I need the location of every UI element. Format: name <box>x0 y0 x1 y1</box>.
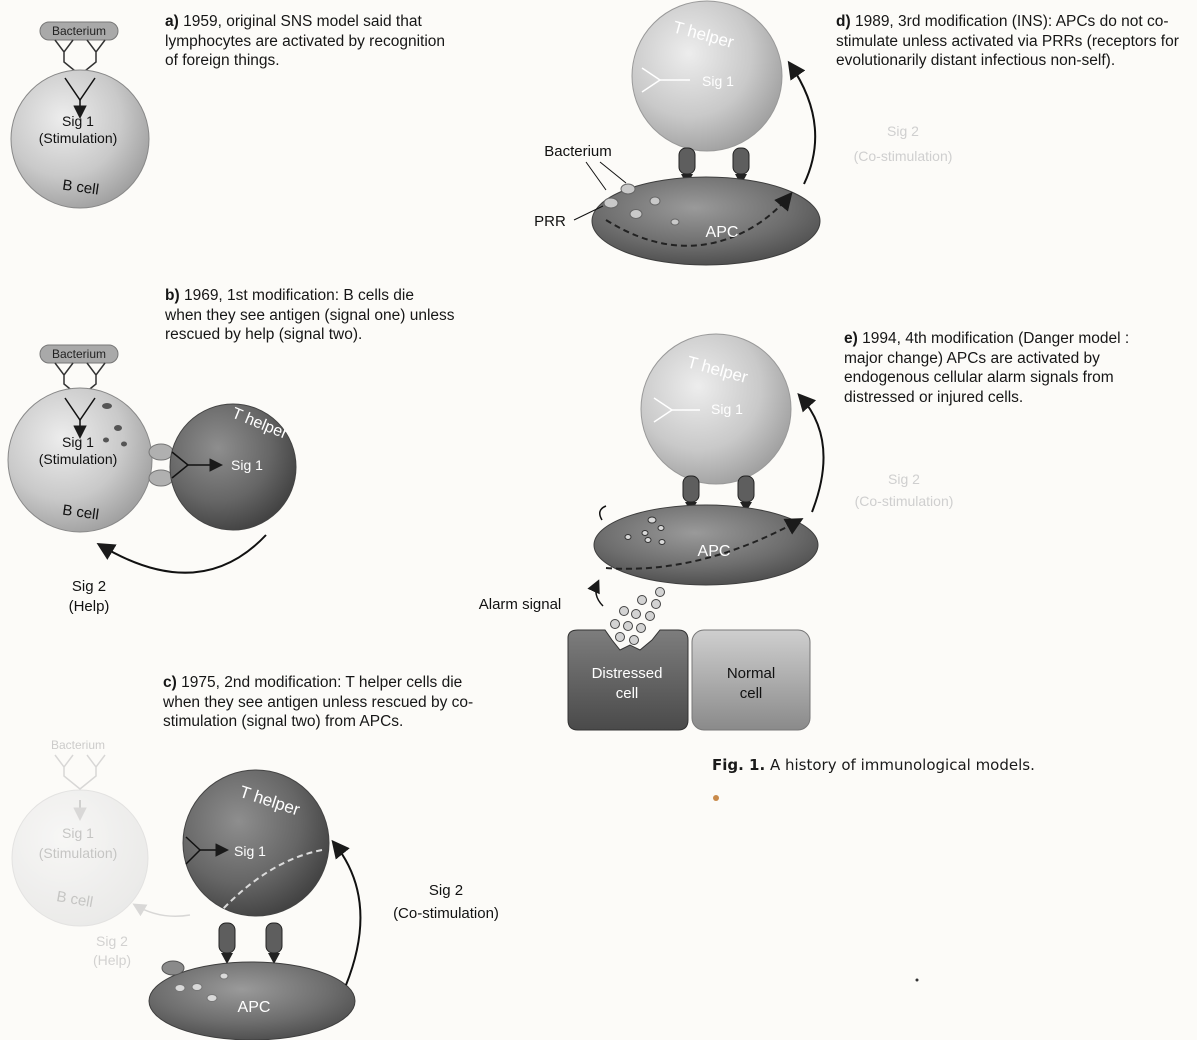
apc-label-e: APC <box>698 543 731 560</box>
sig2-label-b: Sig 2 <box>72 578 106 595</box>
connectors-c <box>219 923 282 964</box>
apc-label-d: APC <box>706 224 739 241</box>
sig2-faded-sub-c: (Help) <box>93 952 131 968</box>
bacterium-label-d: Bacterium <box>544 143 612 160</box>
panel-d: T helper Sig 1 APC Bacterium PRR Sig 2 (… <box>534 1 952 265</box>
panel-b: Bacterium Sig 1 (Stimulation) B cell T h… <box>8 345 296 615</box>
figure-label: Fig. 1. <box>712 756 765 774</box>
sig1-label-a: Sig 1 <box>62 113 94 129</box>
sig2-sub-b: (Help) <box>69 598 110 615</box>
distressed-label-2: cell <box>616 685 639 702</box>
thelper-sig1-c: Sig 1 <box>234 843 266 859</box>
prr-label-d: PRR <box>534 213 566 230</box>
figure-caption: Fig. 1. A history of immunological model… <box>712 756 1035 774</box>
sig2-label-d: Sig 2 <box>887 123 919 139</box>
apc-label-c: APC <box>238 999 271 1016</box>
sig2-label-c: Sig 2 <box>429 882 463 899</box>
alarm-label-e: Alarm signal <box>479 596 562 613</box>
sig2-faded-label-c: Sig 2 <box>96 933 128 949</box>
bacterium-label-a: Bacterium <box>52 24 106 38</box>
figure-caption-text: A history of immunological models. <box>770 756 1035 774</box>
bacterium-label-c: Bacterium <box>51 738 105 752</box>
faded-b-cell-group-c: Bacterium Sig 1 (Stimulation) B cell Sig… <box>12 738 190 968</box>
normal-label-2: cell <box>740 685 763 702</box>
sig1-sub-a: (Stimulation) <box>39 130 118 146</box>
bacterium-a: Bacterium <box>40 22 118 75</box>
accent-dot <box>713 795 719 801</box>
distressed-label-1: Distressed <box>592 665 663 682</box>
panel-e: T helper Sig 1 APC Sig 2 (Co-stimulation… <box>479 334 954 730</box>
thelper-sig1-e: Sig 1 <box>711 401 743 417</box>
sig1-label-b: Sig 1 <box>62 434 94 450</box>
sig1-label-c: Sig 1 <box>62 825 94 841</box>
thelper-sig1-b: Sig 1 <box>231 457 263 473</box>
sig2-sub-d: (Co-stimulation) <box>854 148 953 164</box>
help-arrow-b <box>100 535 266 573</box>
sig2-sub-e: (Co-stimulation) <box>855 493 954 509</box>
panel-c: Bacterium Sig 1 (Stimulation) B cell Sig… <box>12 738 499 1040</box>
normal-label-1: Normal <box>727 665 775 682</box>
bacterium-label-b: Bacterium <box>52 347 106 361</box>
sig1-sub-c: (Stimulation) <box>39 845 118 861</box>
sig2-label-e: Sig 2 <box>888 471 920 487</box>
sig2-sub-c: (Co-stimulation) <box>393 905 499 922</box>
thelper-sig1-d: Sig 1 <box>702 73 734 89</box>
speck-dot <box>916 979 919 982</box>
sig1-sub-b: (Stimulation) <box>39 451 118 467</box>
panel-a: Bacterium Sig 1 (Stimulation) B cell <box>11 22 149 208</box>
